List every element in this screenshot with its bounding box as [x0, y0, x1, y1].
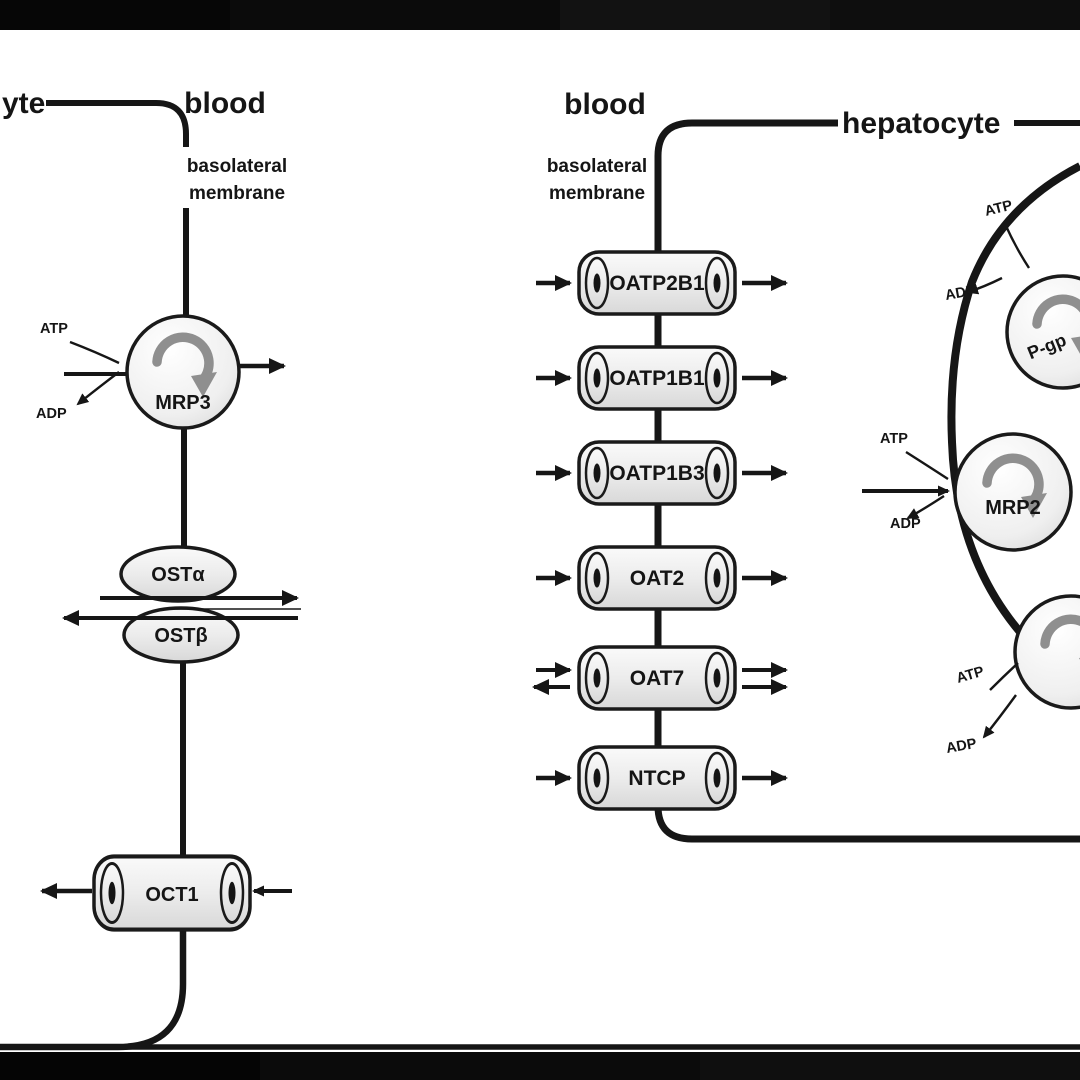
oatp1b3-transporter: OATP1B3: [536, 440, 788, 506]
top-bar-shade-left: [0, 0, 230, 30]
ost-alpha-transporter: [119, 545, 237, 603]
left-blood-label: blood: [184, 87, 266, 120]
atp-curve: [1004, 225, 1031, 269]
oct1-transporter: OCT1: [40, 856, 292, 929]
adp-arrow: [76, 371, 120, 406]
adp-label: ADP: [36, 406, 67, 422]
bottom-bar-shade-right: [700, 1052, 1080, 1080]
oat2-label: OAT2: [630, 567, 684, 590]
adp-arrow: [906, 494, 945, 520]
ost-beta-transporter: [122, 606, 240, 664]
left-hepatocyte-fragment-label: yte: [2, 87, 45, 120]
oat7-transporter: OAT7: [532, 645, 788, 711]
pgp-pump-circle: [1005, 274, 1080, 390]
left-basolateral-membrane-label-line1: basolateral: [187, 156, 287, 177]
atp-label: ATP: [880, 431, 908, 447]
mrp3-label: MRP3: [155, 392, 211, 414]
oatp1b1-transporter: OATP1B1: [536, 345, 788, 411]
left-bottom-membrane-curve: [0, 931, 187, 1051]
top-bar-shade-mid: [560, 0, 830, 30]
mrp3-pump: MRP3 ATP ADP: [36, 314, 286, 430]
ost-transporter-pair: OSTα OSTβ: [62, 545, 301, 664]
bottom-bar-shade-left: [0, 1052, 260, 1080]
atp-label: ATP: [40, 321, 68, 337]
pgp-pump: P-gp ATP ADP: [944, 198, 1080, 390]
oat7-label: OAT7: [630, 667, 684, 690]
right-blood-label: blood: [564, 88, 646, 121]
adp-label: ADP: [890, 516, 921, 532]
ost-beta-label: OSTβ: [154, 625, 207, 647]
atp-curve: [905, 450, 949, 481]
atp-label: ATP: [983, 198, 1014, 220]
left-basolateral-membrane-label-line2: membrane: [189, 183, 285, 204]
oatp2b1-label: OATP2B1: [609, 272, 705, 295]
atp-curve: [69, 340, 120, 365]
left-panel: yte blood basolateral membrane MRP3 ATP …: [0, 87, 301, 1051]
mrp2-pump-circle: [953, 432, 1073, 552]
ntcp-transporter: NTCP: [536, 745, 788, 811]
atp-label: ATP: [955, 664, 987, 687]
ost-alpha-label: OSTα: [151, 564, 205, 586]
right-hepatocyte-label: hepatocyte: [842, 107, 1000, 140]
oatp2b1-transporter: OATP2B1: [536, 250, 788, 316]
mrp2-pump: MRP2 ATP ADP: [862, 431, 1073, 552]
mrp2-label: MRP2: [985, 497, 1041, 519]
oct1-label: OCT1: [145, 884, 198, 906]
adp-arrow: [982, 694, 1017, 739]
bottom-right-pump: ATP ADP: [945, 594, 1080, 757]
left-membrane-top-curve: [46, 100, 189, 147]
adp-label: ADP: [945, 736, 978, 757]
top-bar-shade-right: [830, 0, 1080, 30]
right-basolateral-membrane-label-line2: membrane: [549, 183, 645, 204]
adp-arrow: [966, 276, 1003, 295]
oatp1b3-label: OATP1B3: [609, 462, 704, 485]
bottom-letterbox-bar: [0, 1052, 1080, 1080]
top-letterbox-bar: [0, 0, 1080, 30]
oat2-transporter: OAT2: [536, 545, 788, 611]
right-basolateral-membrane-label-line1: basolateral: [547, 156, 647, 177]
atp-curve: [989, 662, 1019, 691]
ntcp-label: NTCP: [628, 767, 685, 790]
oatp1b1-label: OATP1B1: [609, 367, 705, 390]
right-panel: blood hepatocyte basolateral membrane OA…: [532, 88, 1080, 843]
mrp3-pump-circle: [125, 314, 241, 430]
